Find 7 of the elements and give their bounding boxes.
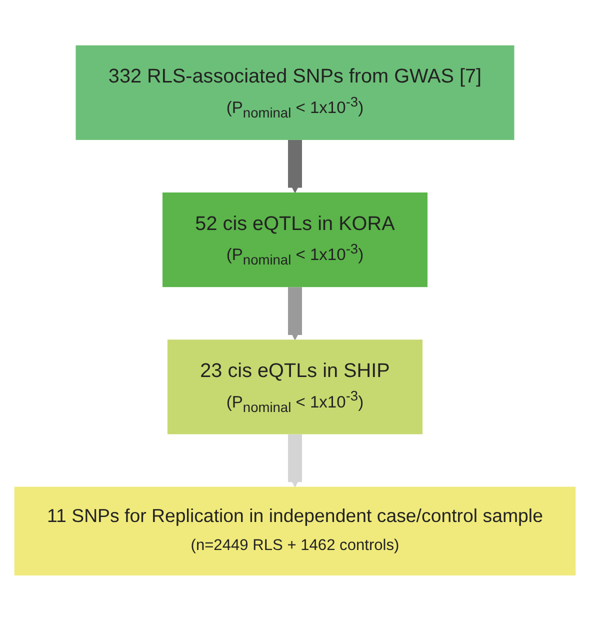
node-box [76, 44, 514, 140]
node-box [14, 486, 576, 576]
arrow [288, 284, 302, 340]
arrow [288, 431, 302, 487]
flowchart: 332 RLS-associated SNPs from GWAS [7] (P$_{nominal}$ < 1x10$^{-3}$) 52 cis eQTLs in KORA (P$_{nominal}$ < 1x10$^{-3}$) 23 cis eQTLs in SHIP (P$_{nominal}$ < 1x10$^{-3}$) 11 SNPs for Replication in independent case/control sample (n=2449 RLS + 1462 controls) [5, 36, 585, 584]
node-box [167, 339, 423, 434]
node-box [162, 192, 428, 287]
